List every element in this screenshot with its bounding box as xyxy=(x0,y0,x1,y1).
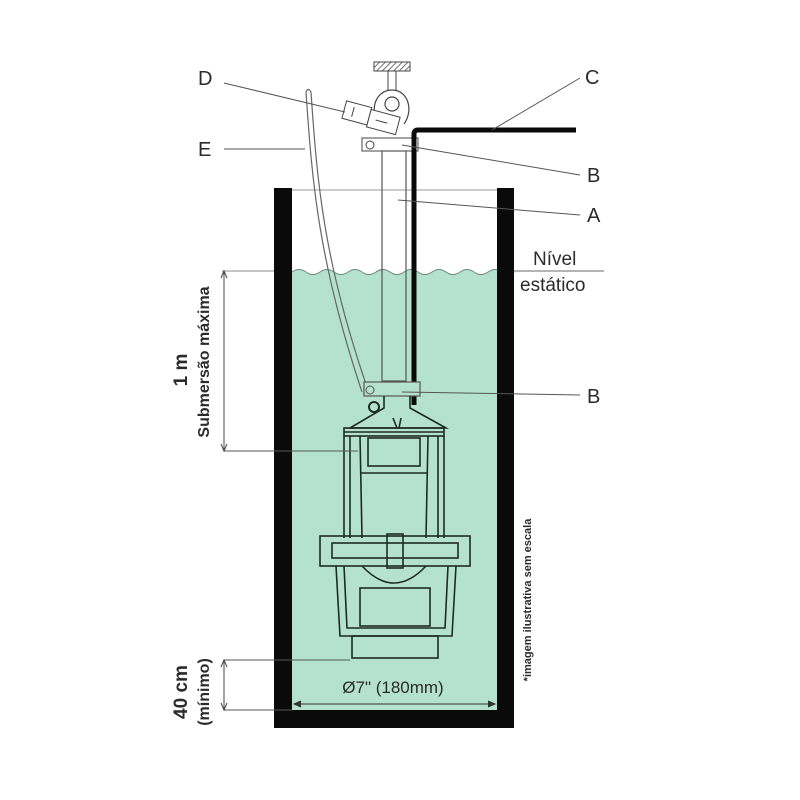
pipe-a xyxy=(381,150,407,382)
well-wall-left xyxy=(274,188,292,728)
submersion-arrow-bottom xyxy=(220,443,228,453)
power-cable-c xyxy=(411,127,576,405)
rope-eyelet xyxy=(368,401,380,413)
clamp-screw-bottom xyxy=(365,385,375,395)
static-level-label-line2: estático xyxy=(520,275,585,296)
leader-d xyxy=(223,82,346,113)
well-floor xyxy=(274,710,514,728)
disclaimer-note: *imagem ilustrativa sem escala xyxy=(522,518,534,682)
clearance-arrow-top xyxy=(220,658,228,668)
ceiling-mount xyxy=(373,61,411,72)
leader-c xyxy=(491,77,581,131)
submersion-label: Submersão máxima xyxy=(196,286,213,437)
callout-e: E xyxy=(198,139,211,161)
water-surface-line xyxy=(291,269,503,275)
clamp-screw-top xyxy=(365,140,375,150)
callout-a: A xyxy=(587,205,601,227)
safety-rope-e-tip xyxy=(305,88,312,93)
diameter-arrow-right xyxy=(487,700,497,708)
clamp-b-bottom xyxy=(363,381,421,397)
clearance-value: 40 cm xyxy=(171,665,192,719)
diameter-arrow-left xyxy=(292,700,302,708)
callout-c: C xyxy=(585,67,599,89)
hook-eye xyxy=(384,96,400,112)
water-body xyxy=(292,269,516,710)
safety-rope-e-inner xyxy=(310,91,369,391)
leader-b-bottom xyxy=(401,391,581,396)
diameter-label: Ø7" (180mm) xyxy=(342,678,443,697)
leader-b-top xyxy=(401,144,581,176)
well-wall-right xyxy=(497,188,514,728)
safety-rope-e xyxy=(305,91,363,393)
callout-b-top: B xyxy=(587,165,600,187)
static-level-label-line1: Nível xyxy=(533,249,576,270)
valve-d xyxy=(341,100,401,136)
submersion-arrow-top xyxy=(220,269,228,279)
clearance-arrow-bottom xyxy=(220,702,228,712)
submersion-value: 1 m xyxy=(171,354,192,387)
submersible-pump xyxy=(319,396,471,659)
callout-d: D xyxy=(198,68,212,90)
callout-b-bottom: B xyxy=(587,386,600,408)
clearance-label: (mínimo) xyxy=(196,658,213,726)
leader-a xyxy=(397,199,581,216)
